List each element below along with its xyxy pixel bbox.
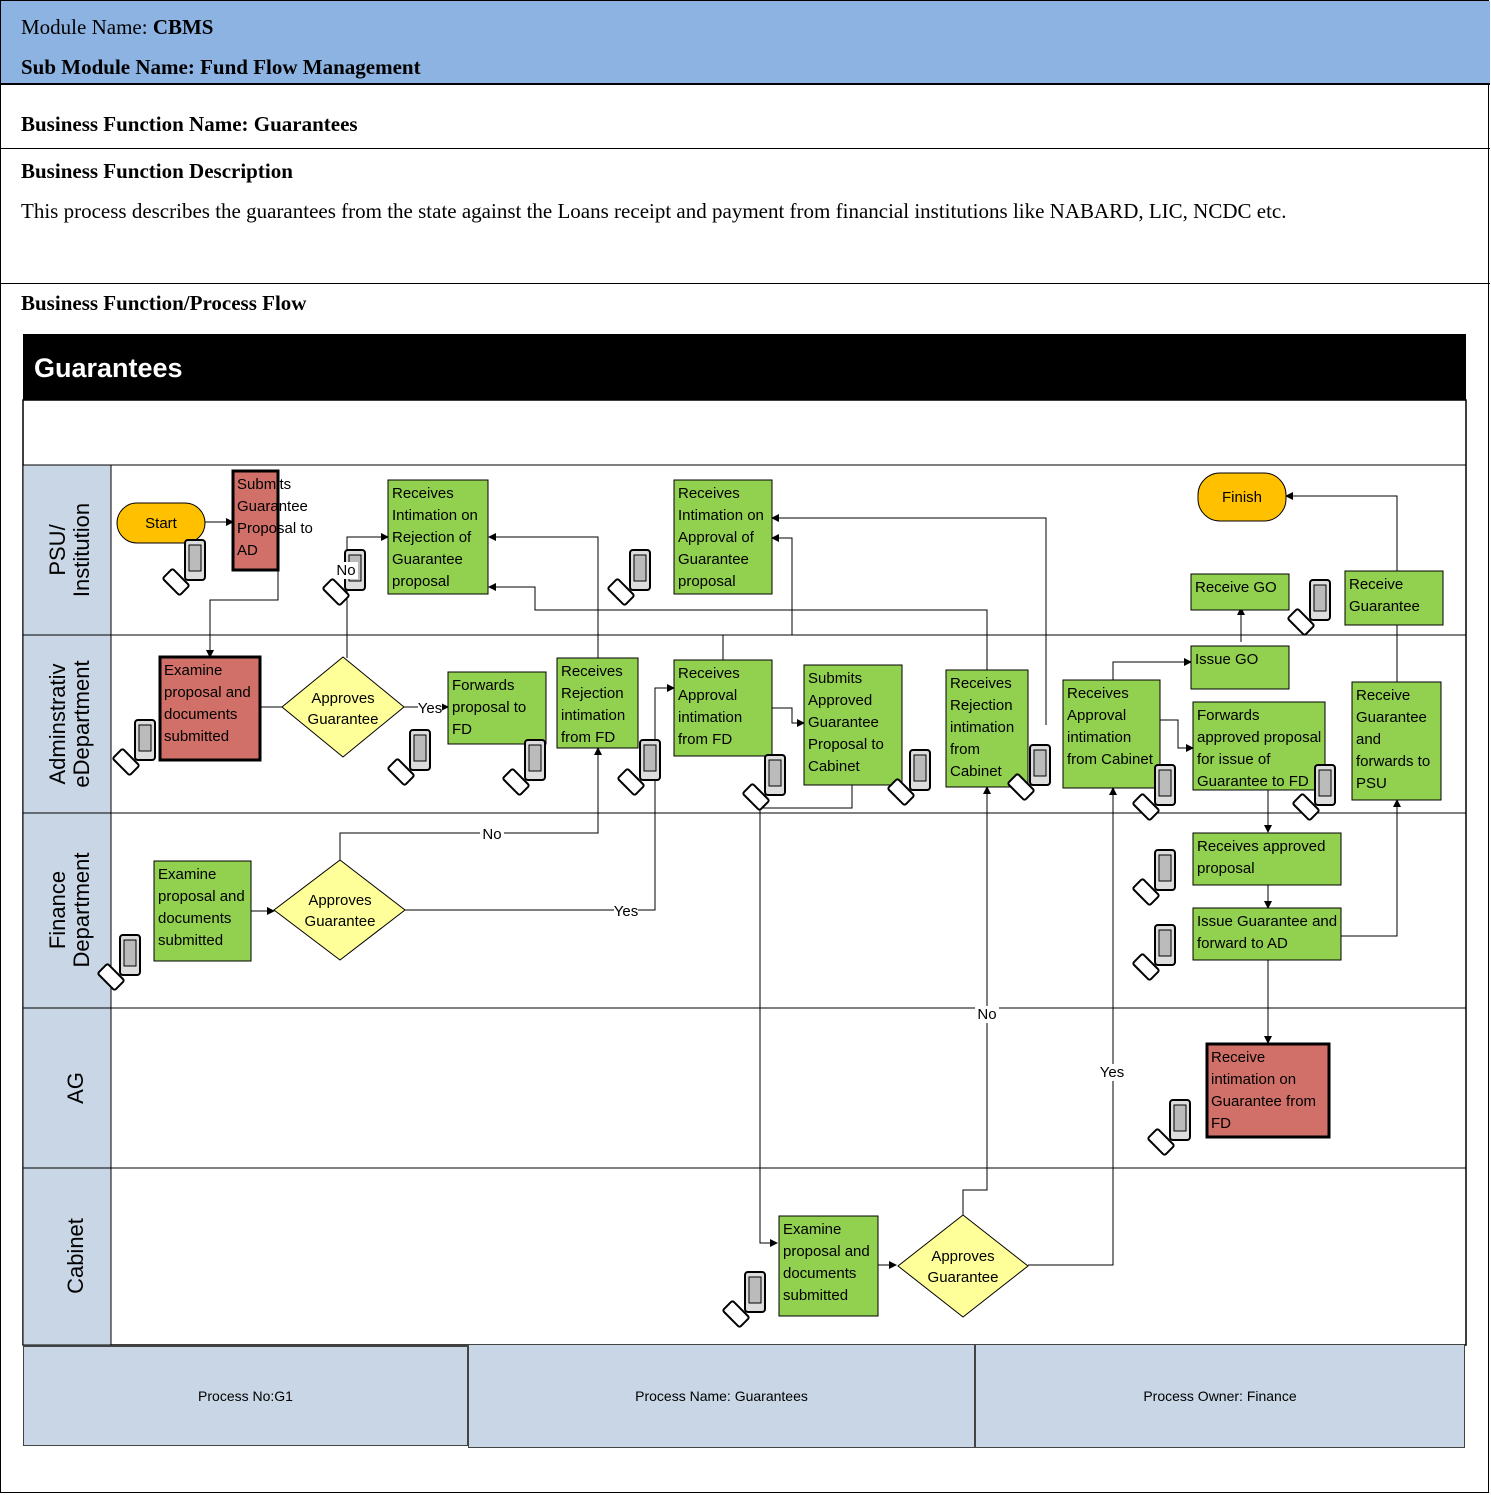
lane-label-ad: AdminstrativeDepartment bbox=[45, 660, 94, 787]
function-name: Business Function Name: Guarantees bbox=[1, 101, 1490, 149]
lane-label-fd: FinanceDepartment bbox=[45, 853, 94, 968]
edge-label-no: No bbox=[977, 1006, 996, 1023]
edge-label-bg bbox=[1100, 1064, 1124, 1081]
module-header: Module Name: CBMS Sub Module Name: Fund … bbox=[1, 1, 1490, 84]
edge-label-no: No bbox=[336, 562, 355, 579]
divider bbox=[1, 84, 1490, 85]
svg-text:Start: Start bbox=[145, 515, 178, 532]
diagram-title: Guarantees bbox=[34, 353, 183, 383]
svg-text:Finish: Finish bbox=[1222, 489, 1262, 506]
decision-fd bbox=[273, 859, 406, 961]
edge-label-yes: Yes bbox=[614, 903, 638, 920]
start-terminal: Start bbox=[116, 502, 206, 544]
sub-module-name: Sub Module Name: Fund Flow Management bbox=[21, 55, 421, 79]
description-title: Business Function Description bbox=[21, 159, 293, 183]
finish-terminal: Finish bbox=[1197, 472, 1287, 522]
edge-label-bg bbox=[614, 903, 638, 920]
process-box-label: Issue GO bbox=[1195, 651, 1258, 668]
edge-label-bg bbox=[418, 700, 442, 717]
edge-label-bg bbox=[334, 562, 358, 579]
description-section: Business Function Description This proce… bbox=[1, 149, 1490, 284]
lane-label-psu: PSU/Institution bbox=[45, 503, 94, 597]
connectors bbox=[205, 492, 1401, 1269]
footer-process-name: Process Name: Guarantees bbox=[468, 1344, 975, 1448]
edge-label-no: No bbox=[482, 826, 501, 843]
edge-label-bg bbox=[975, 1006, 999, 1023]
footer-process-no: Process No:G1 bbox=[23, 1346, 468, 1446]
process-box-issue-go: Issue GO bbox=[1190, 645, 1290, 690]
process-box-receive-go: Receive GO bbox=[1190, 573, 1290, 611]
process-box-label: Receive GO bbox=[1195, 579, 1277, 596]
decision-cabinet bbox=[897, 1214, 1029, 1318]
module-name: Module Name: CBMS bbox=[21, 15, 214, 39]
flow-title: Business Function/Process Flow bbox=[21, 291, 307, 315]
edge-label-yes: Yes bbox=[1100, 1064, 1124, 1081]
footer-process-owner: Process Owner: Finance bbox=[975, 1344, 1465, 1448]
edge-label-bg bbox=[480, 826, 504, 843]
diagram-title-bar bbox=[23, 334, 1466, 400]
edge-label-yes: Yes bbox=[418, 700, 442, 717]
decision-ad bbox=[281, 656, 405, 758]
swimlanes bbox=[22, 464, 1466, 1346]
lane-label-cabinet: Cabinet bbox=[63, 1218, 88, 1294]
lane-label-ag: AG bbox=[63, 1072, 88, 1104]
description-text: This process describes the guarantees fr… bbox=[21, 199, 1287, 223]
